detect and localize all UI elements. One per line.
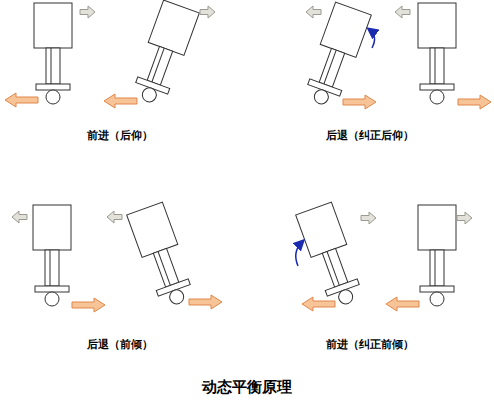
caption-label: 后退（前倾）	[87, 337, 153, 352]
robot	[34, 3, 72, 104]
diagram-title: 动态平衡原理	[202, 378, 292, 397]
caption-label: 前进（后仰）	[87, 128, 153, 143]
caption-label: 后退（纠正后仰）	[326, 128, 414, 143]
caption-label: 前进（纠正前倾）	[326, 337, 414, 352]
